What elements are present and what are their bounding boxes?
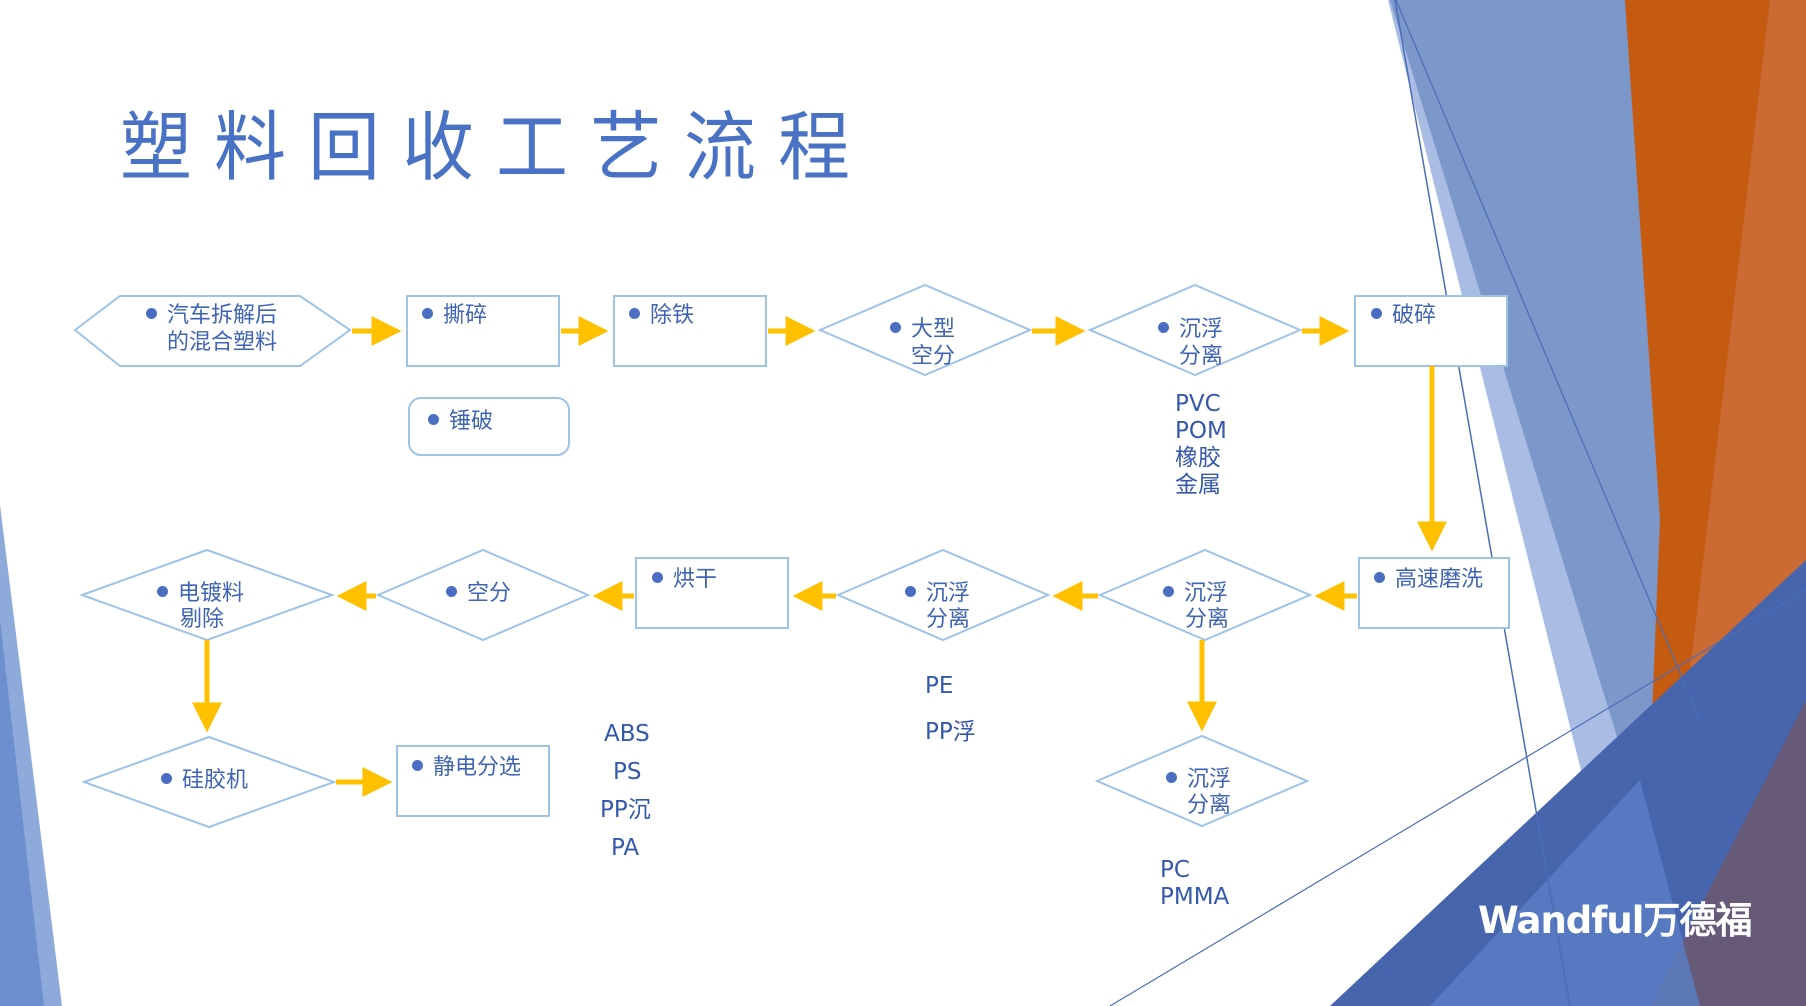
node-label-n13-line1: 电镀料 xyxy=(157,580,244,608)
node-label-n6-line2: 分离 xyxy=(1179,344,1224,369)
left-blue-triangle-inner xyxy=(0,620,44,1006)
deco-line-1 xyxy=(1394,0,1571,1006)
node-label-n15: 静电分选 xyxy=(412,754,521,782)
output-note: PVC xyxy=(1175,391,1221,417)
bottom-blue-accent xyxy=(1430,780,1700,1006)
deco-line-2 xyxy=(1395,0,1701,721)
node-label-n1-line2: 的混合塑料 xyxy=(167,330,278,355)
node-shape-n1 xyxy=(73,295,352,367)
deco-line-3 xyxy=(1109,589,1806,1006)
node-label-n5-line1: 大型 xyxy=(890,316,955,344)
node-label-n10-line1: 沉浮 xyxy=(905,580,970,608)
bottom-right-blue xyxy=(1330,560,1806,1006)
node-label-n3: 锤破 xyxy=(428,408,493,436)
page-title: 塑料回收工艺流程 xyxy=(120,103,873,192)
output-note: 金属 xyxy=(1175,472,1221,498)
output-note: ABS xyxy=(604,721,650,747)
node-label-n2: 撕碎 xyxy=(422,302,487,330)
node-label-n6-line1: 沉浮 xyxy=(1158,316,1223,344)
node-label-n14: 硅胶机 xyxy=(161,767,248,795)
output-note: PP沉 xyxy=(600,797,651,823)
output-note: PP浮 xyxy=(925,719,976,745)
node-label-n1-line1: 汽车拆解后 xyxy=(146,302,277,330)
bottom-right-dark xyxy=(1650,700,1806,1006)
brand-logo: Wandful万德福 xyxy=(1478,890,1752,944)
node-label-n13-line2: 剔除 xyxy=(180,607,225,632)
output-note: PMMA xyxy=(1160,884,1230,910)
node-label-n9-line1: 沉浮 xyxy=(1163,580,1228,608)
output-note: PA xyxy=(611,835,640,861)
brand-logo-cjk: 万德福 xyxy=(1643,899,1752,942)
node-label-n11: 烘干 xyxy=(652,566,717,594)
node-label-n4: 除铁 xyxy=(629,302,694,330)
output-note: PC xyxy=(1160,857,1190,883)
output-note: 橡胶 xyxy=(1175,445,1221,471)
node-label-n5-line2: 空分 xyxy=(911,344,956,369)
node-label-n12: 空分 xyxy=(446,580,511,608)
node-label-n8: 高速磨洗 xyxy=(1374,566,1483,594)
output-note: POM xyxy=(1175,418,1227,444)
node-label-n10-line2: 分离 xyxy=(926,607,971,632)
output-note: PS xyxy=(613,759,642,785)
node-label-n7: 破碎 xyxy=(1371,302,1436,330)
node-label-n16-line1: 沉浮 xyxy=(1166,766,1231,794)
output-note: PE xyxy=(925,673,954,699)
node-label-n9-line2: 分离 xyxy=(1185,607,1230,632)
node-label-n16-line2: 分离 xyxy=(1187,793,1232,818)
brand-logo-latin: Wandful xyxy=(1478,899,1644,942)
